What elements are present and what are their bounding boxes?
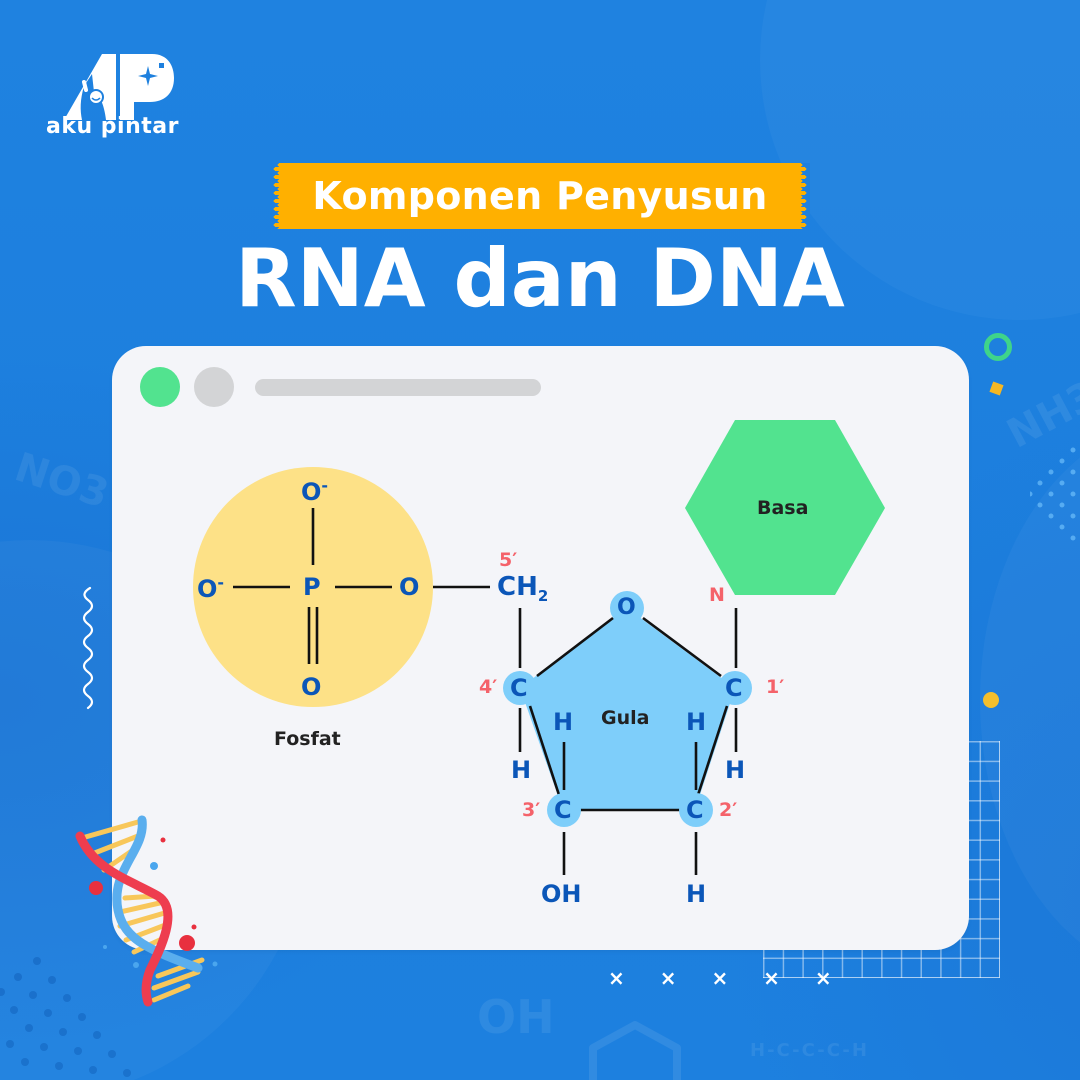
c2-carbon: C bbox=[686, 796, 704, 824]
green-ring-icon bbox=[984, 333, 1012, 361]
fosfat-bottom-oxygen: O bbox=[301, 673, 322, 701]
basa-nitrogen: N bbox=[709, 584, 725, 606]
c4-carbon: C bbox=[510, 674, 528, 702]
subtitle-text: Komponen Penyusun bbox=[312, 174, 768, 218]
aku-pintar-logo-icon bbox=[64, 54, 174, 120]
bg-formula-oh: OH bbox=[477, 990, 555, 1044]
yellow-dot-icon bbox=[983, 692, 999, 708]
window-dot-gray bbox=[194, 367, 234, 407]
c3-position-label: 3′ bbox=[522, 799, 541, 821]
address-bar bbox=[255, 379, 541, 396]
fosfat-left-oxygen: O- bbox=[197, 573, 225, 603]
fosfat-phosphorus: P bbox=[303, 573, 321, 601]
basa-label: Basa bbox=[757, 497, 809, 519]
wavy-line-icon bbox=[82, 586, 94, 710]
ch2-position-label: 5′ bbox=[499, 549, 518, 571]
window-dot-green bbox=[140, 367, 180, 407]
c1-carbon: C bbox=[725, 674, 743, 702]
c1-position-label: 1′ bbox=[766, 676, 785, 698]
bg-formula-propane: H-C-C-C-H bbox=[750, 1040, 869, 1061]
dna-helix-icon bbox=[75, 815, 218, 1007]
ring-oxygen: O bbox=[617, 595, 636, 620]
bg-dot-pattern bbox=[0, 957, 131, 1077]
c2-position-label: 2′ bbox=[719, 799, 738, 821]
page-title: RNA dan DNA bbox=[235, 232, 845, 325]
ch2-group: CH2 bbox=[497, 572, 549, 606]
c2-hydrogen: H bbox=[686, 880, 707, 908]
bg-dot-pattern bbox=[1030, 447, 1076, 541]
c4-position-label: 4′ bbox=[479, 676, 498, 698]
fosfat-right-oxygen: O bbox=[399, 573, 420, 601]
fosfat-label: Fosfat bbox=[274, 728, 341, 750]
c3-carbon: C bbox=[554, 796, 572, 824]
c3-hydroxyl: OH bbox=[541, 880, 582, 908]
subtitle-banner: Komponen Penyusun bbox=[270, 163, 810, 229]
brand-name: aku pintar bbox=[46, 114, 179, 139]
bg-benzene-icon bbox=[589, 1021, 681, 1080]
c1-hydrogen: H bbox=[725, 756, 746, 784]
c4-hydrogen: H bbox=[511, 756, 532, 784]
gula-label: Gula bbox=[601, 707, 650, 729]
fosfat-top-oxygen: O- bbox=[301, 476, 329, 506]
c3-inner-hydrogen: H bbox=[553, 708, 574, 736]
cross-marks: × × × × × bbox=[608, 966, 846, 990]
c2-inner-hydrogen: H bbox=[686, 708, 707, 736]
